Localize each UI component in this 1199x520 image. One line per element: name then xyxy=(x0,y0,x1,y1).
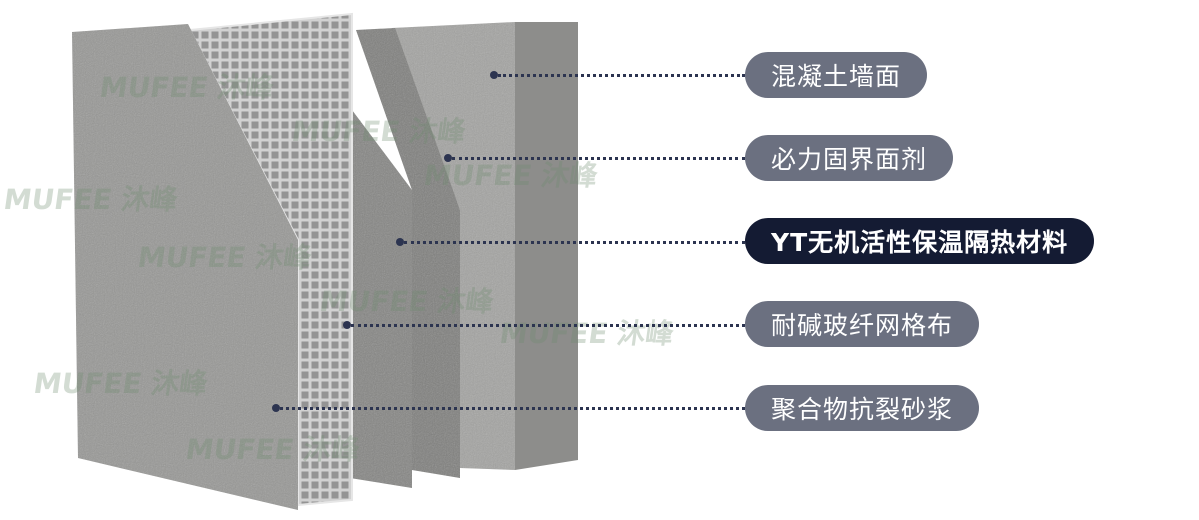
leader-line xyxy=(351,324,745,327)
label-concrete-wall: 混凝土墙面 xyxy=(745,52,928,98)
label-anti-crack-mortar: 聚合物抗裂砂浆 xyxy=(745,385,980,431)
interface-agent-layer xyxy=(356,28,460,478)
insulation-material-layer xyxy=(350,110,412,488)
leader-dot xyxy=(490,71,498,79)
leader-line xyxy=(404,241,745,244)
label-fiberglass-mesh: 耐碱玻纤网格布 xyxy=(745,301,980,347)
leader-dot xyxy=(272,404,280,412)
layer-illustration xyxy=(72,12,578,510)
leader-dot xyxy=(444,154,452,162)
anti-crack-mortar-layer xyxy=(72,24,298,510)
leader-dot xyxy=(343,321,351,329)
label-insulation-material: YT无机活性保温隔热材料 xyxy=(745,218,1095,264)
leader-line xyxy=(280,407,745,410)
leader-dot xyxy=(396,238,404,246)
label-interface-agent: 必力固界面剂 xyxy=(745,135,954,181)
concrete-wall-layer xyxy=(392,22,578,470)
leader-line xyxy=(452,157,745,160)
leader-line xyxy=(498,74,745,77)
